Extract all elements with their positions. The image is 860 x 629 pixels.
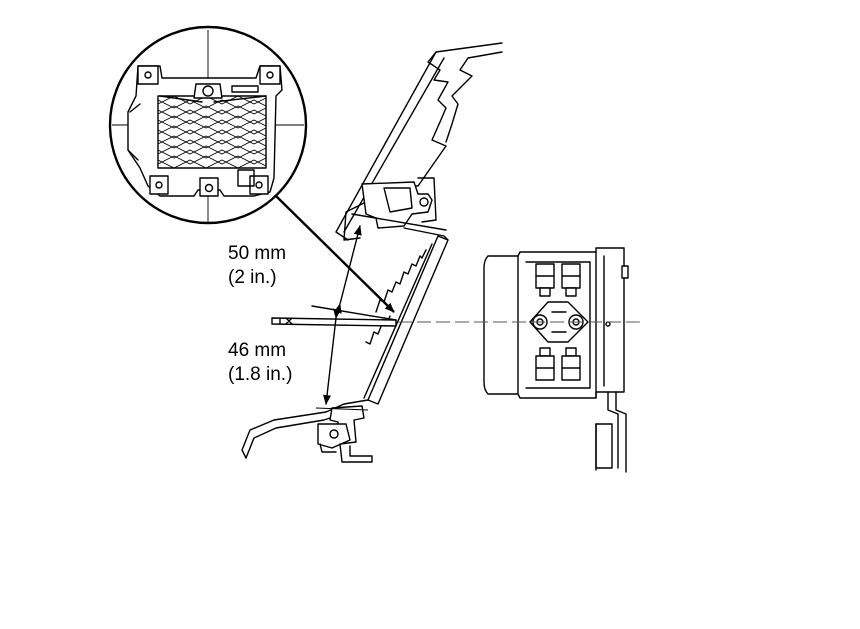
upper-dimension-imperial: (2 in.) <box>228 267 277 288</box>
dimension-lower <box>323 308 342 405</box>
detail-magnifier-icon <box>108 25 308 225</box>
lower-dimension-imperial: (1.8 in.) <box>228 364 293 385</box>
dimension-upper <box>333 225 362 314</box>
lower-dimension-metric: 46 mm <box>228 340 287 361</box>
detail-grille-view <box>112 30 304 222</box>
headlamp-aim-target-icon <box>483 247 629 473</box>
bumper-cross-section <box>241 42 503 463</box>
upper-dimension-metric: 50 mm <box>228 243 287 264</box>
